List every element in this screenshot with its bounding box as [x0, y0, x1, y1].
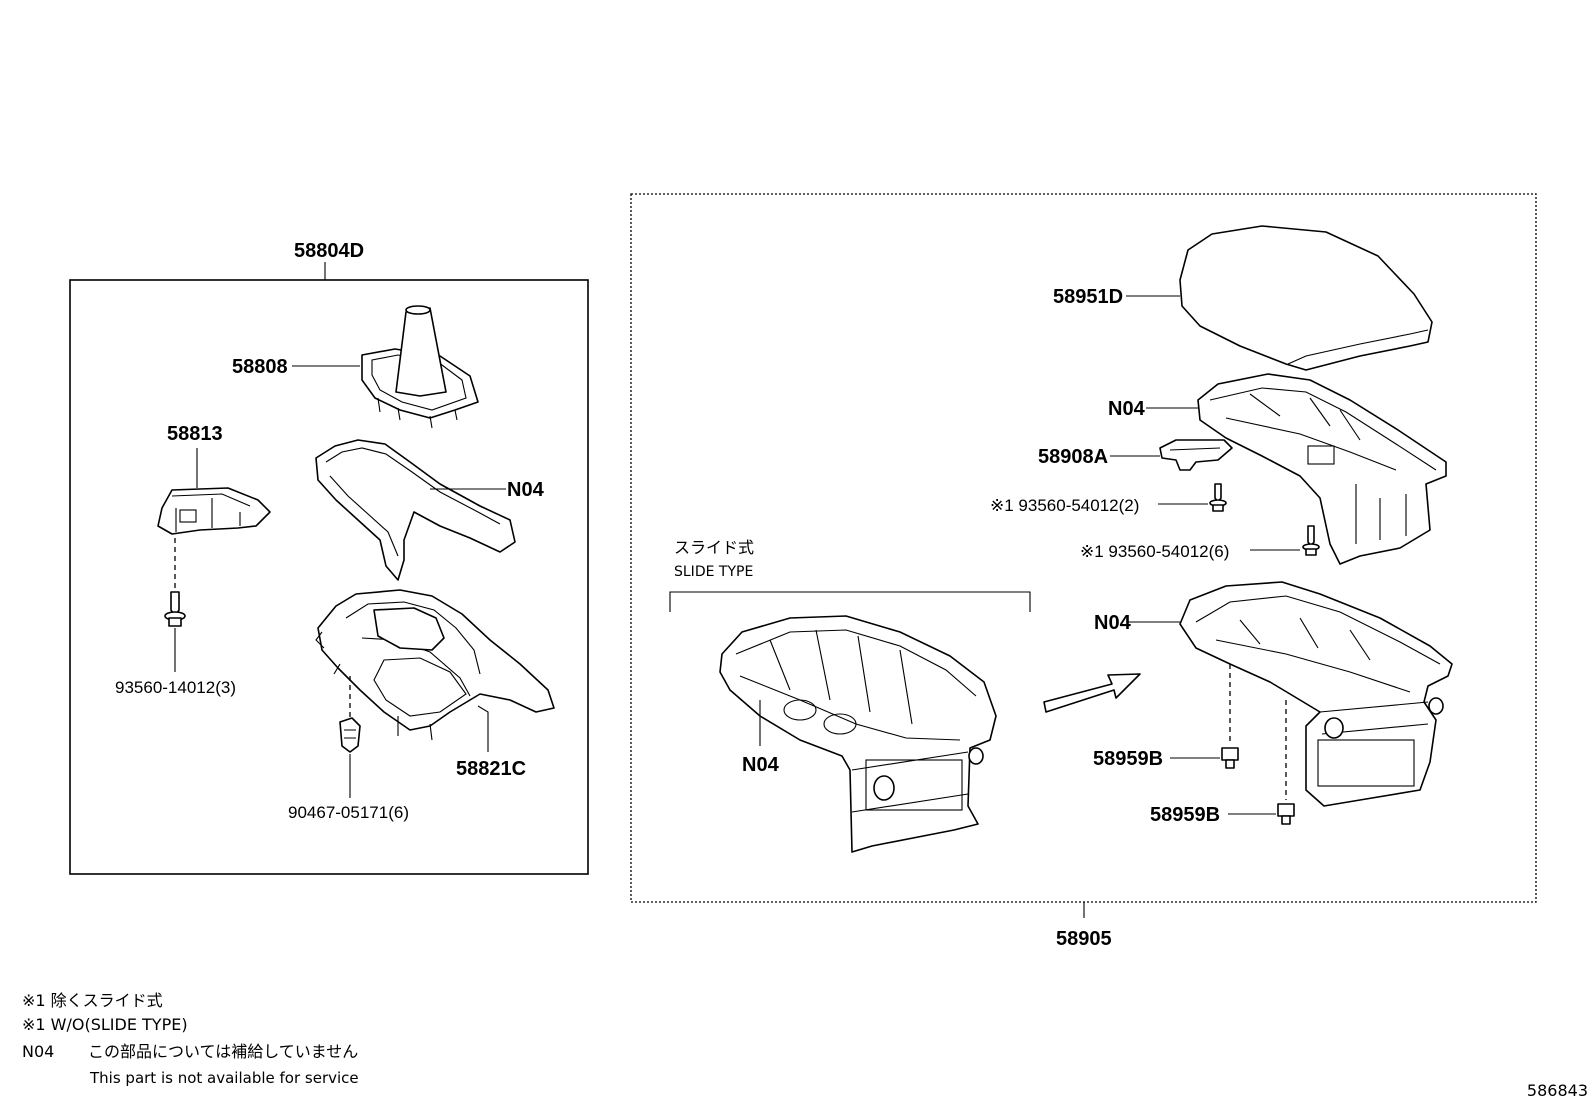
slide-type-bracket — [669, 591, 1031, 612]
bezel-N04-left[interactable] — [315, 439, 516, 581]
note-line-4: This part is not available for service — [89, 1069, 359, 1087]
label-93560-54012-6[interactable]: ※1 93560-54012(6) — [1080, 542, 1229, 561]
label-N04-slide[interactable]: N04 — [742, 754, 780, 776]
bracket-58908A[interactable] — [1159, 439, 1233, 471]
label-58951D[interactable]: 58951D — [1053, 286, 1123, 308]
note-line-3-code: N04 — [22, 1042, 54, 1061]
label-N04-lower[interactable]: N04 — [1094, 612, 1132, 634]
label-90467-05171[interactable]: 90467-05171(6) — [288, 803, 409, 822]
tray-N04-upper[interactable] — [1197, 373, 1447, 565]
screw-93560-54012-6[interactable] — [1302, 525, 1320, 556]
label-58808[interactable]: 58808 — [232, 356, 288, 378]
screw-93560-54012-2[interactable] — [1209, 483, 1227, 512]
label-N04-left[interactable]: N04 — [507, 479, 545, 501]
tray-N04-slide[interactable] — [719, 615, 997, 853]
label-93560-54012-2[interactable]: ※1 93560-54012(2) — [990, 496, 1139, 515]
tray-N04-lower[interactable] — [1179, 581, 1453, 807]
clip-90467-05171[interactable] — [339, 717, 361, 753]
assembly-58905: 58905 58951D N04 58908A — [630, 193, 1537, 950]
armrest-lid-58951D[interactable] — [1179, 225, 1433, 371]
notes-block: ※1 除くスライド式 ※1 W/O(SLIDE TYPE) N04 この部品につ… — [22, 991, 359, 1087]
conversion-arrow — [1043, 673, 1141, 713]
label-58813[interactable]: 58813 — [167, 423, 223, 445]
assembly-58804D: 58804D 58808 N04 58813 — [69, 240, 589, 875]
label-58908A[interactable]: 58908A — [1038, 446, 1108, 468]
label-58959B-b[interactable]: 58959B — [1150, 804, 1220, 826]
label-N04-upper[interactable]: N04 — [1108, 398, 1146, 420]
label-58821C[interactable]: 58821C — [456, 758, 526, 780]
screw-93560-14012[interactable] — [164, 591, 186, 627]
label-58959B-a[interactable]: 58959B — [1093, 748, 1163, 770]
slide-type-en: SLIDE TYPE — [674, 564, 753, 580]
clip-58959B-a[interactable] — [1221, 747, 1239, 769]
note-line-2: ※1 W/O(SLIDE TYPE) — [22, 1015, 188, 1034]
assembly-58804D-frame — [69, 279, 589, 875]
bracket-58813[interactable] — [157, 487, 271, 535]
clip-58959B-b[interactable] — [1277, 803, 1295, 825]
label-93560-14012[interactable]: 93560-14012(3) — [115, 678, 236, 697]
shift-boot-58808[interactable] — [361, 305, 479, 429]
console-panel-58821C[interactable] — [315, 589, 555, 741]
label-58905[interactable]: 58905 — [1056, 928, 1112, 950]
figure-id: 586843 — [1527, 1081, 1588, 1099]
note-line-1: ※1 除くスライド式 — [22, 991, 163, 1010]
note-line-3-jp: この部品については補給していません — [88, 1042, 358, 1061]
slide-type-jp: スライド式 — [674, 538, 754, 557]
label-58804D[interactable]: 58804D — [294, 240, 364, 262]
